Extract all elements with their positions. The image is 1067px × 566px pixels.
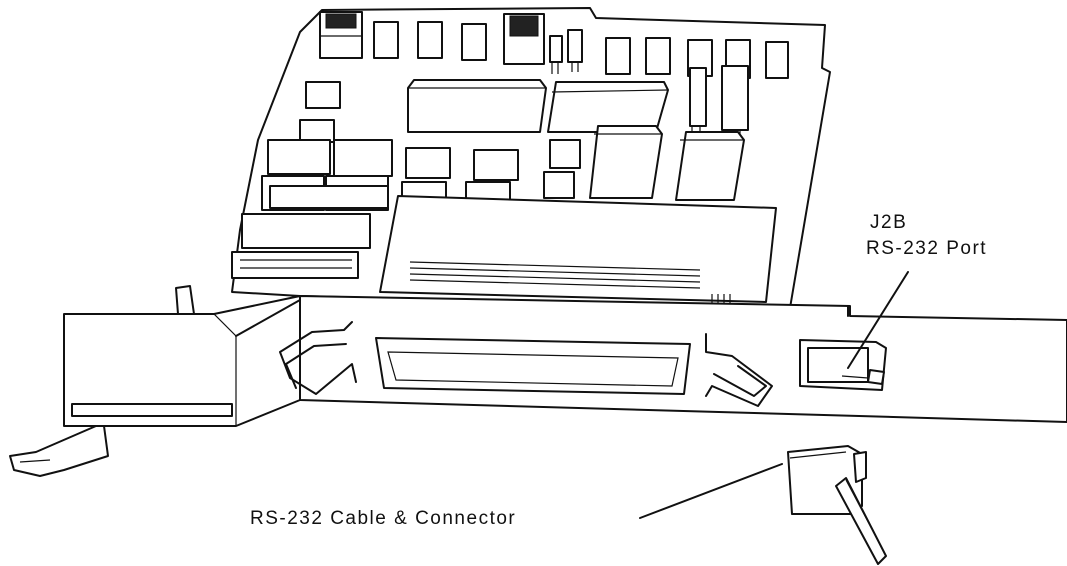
header-connector-right (503, 13, 545, 65)
chip (543, 139, 581, 199)
large-ic (547, 81, 669, 133)
port-id-label: J2B (870, 212, 908, 233)
vertical-headers (689, 65, 749, 140)
header-connector-left (319, 11, 363, 59)
daughter-card (379, 195, 777, 303)
chip (605, 37, 789, 79)
large-ic (407, 79, 547, 133)
d-sub-connector (375, 337, 691, 395)
latch-right (705, 333, 773, 407)
latch-left (279, 321, 357, 395)
rs232-port-jack (799, 339, 887, 391)
ejector-handle (9, 285, 301, 477)
port-name-label: RS-232 Port (866, 238, 988, 259)
processor (675, 131, 745, 201)
rs232-cable-connector (787, 445, 887, 565)
cable-leader-line (639, 463, 783, 519)
chip (373, 21, 487, 61)
chip (299, 81, 341, 143)
chip (401, 147, 519, 201)
jumper-pins (549, 29, 583, 74)
port-leader-line (847, 271, 909, 369)
socket-strip (231, 185, 389, 279)
processor (589, 125, 663, 199)
cable-label: RS-232 Cable & Connector (250, 508, 517, 529)
